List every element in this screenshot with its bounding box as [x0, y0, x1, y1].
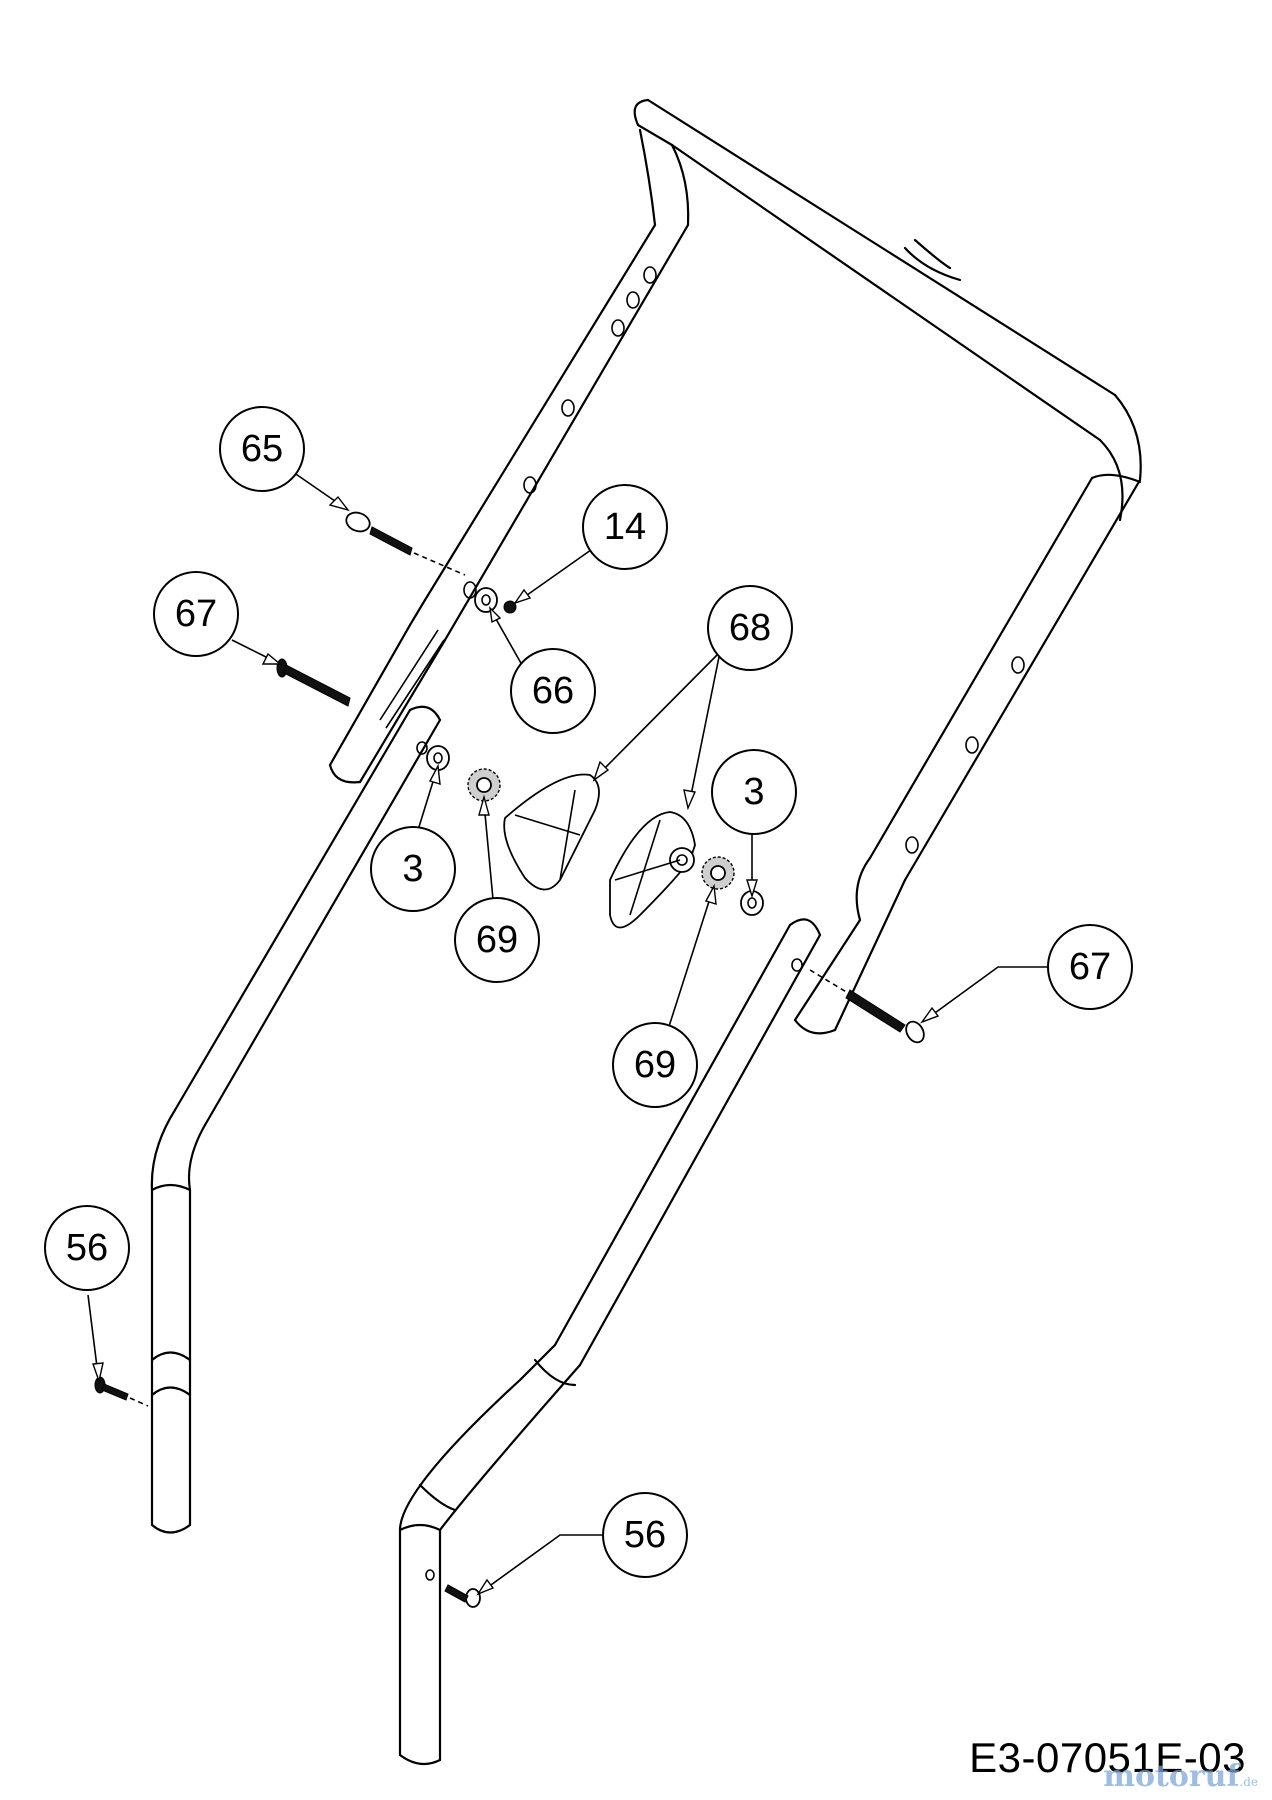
screw-56-right: [444, 1584, 481, 1608]
callout-68: 68: [707, 585, 793, 671]
serrated-washer-69-right: [701, 856, 735, 890]
knob-68-right: [609, 811, 696, 929]
svg-text:68: 68: [729, 607, 771, 649]
serrated-washer-69-left: [467, 768, 501, 802]
watermark-main: motoruf: [1103, 1759, 1240, 1794]
callout-14: 14: [582, 484, 668, 570]
svg-text:56: 56: [624, 1514, 666, 1556]
diagram-code-label: E3-07051E-03: [969, 1734, 1246, 1781]
callout-56-right: 56: [602, 1492, 688, 1578]
svg-text:67: 67: [175, 593, 217, 635]
svg-text:69: 69: [476, 919, 518, 961]
callout-67-left: 67: [153, 571, 239, 657]
upper-handle-tube: [328, 98, 1142, 1035]
svg-text:3: 3: [402, 848, 423, 890]
callout-3-left: 3: [370, 826, 456, 912]
bolt-67-right: [809, 969, 925, 1044]
svg-text:65: 65: [241, 428, 283, 470]
svg-text:67: 67: [1069, 946, 1111, 988]
callout-3-right: 3: [711, 749, 797, 835]
svg-text:3: 3: [743, 771, 764, 813]
watermark-suffix: .de: [1239, 1775, 1258, 1789]
callout-66: 66: [510, 648, 596, 734]
screw-56-left: [94, 1376, 149, 1407]
svg-text:66: 66: [532, 670, 574, 712]
callout-69-left: 69: [454, 897, 540, 983]
bolt-67-left: [276, 658, 351, 707]
lower-handle-left-tube: [150, 705, 442, 1534]
eye-bolt-65: [345, 511, 466, 576]
svg-text:69: 69: [634, 1044, 676, 1086]
nut-14: [503, 600, 517, 614]
callout-67-right: 67: [1047, 924, 1133, 1010]
svg-text:56: 56: [66, 1227, 108, 1269]
callout-65: 65: [219, 406, 305, 492]
watermark-logo: motoruf.de: [1103, 1759, 1258, 1794]
lower-handle-right-tube: [398, 918, 822, 1766]
callout-69-right: 69: [612, 1022, 698, 1108]
svg-text:14: 14: [604, 506, 646, 548]
callout-56-left: 56: [44, 1205, 130, 1291]
knob-68-left: [503, 773, 600, 891]
leader-lines: [87, 469, 1048, 1596]
washer-66: [474, 587, 498, 613]
